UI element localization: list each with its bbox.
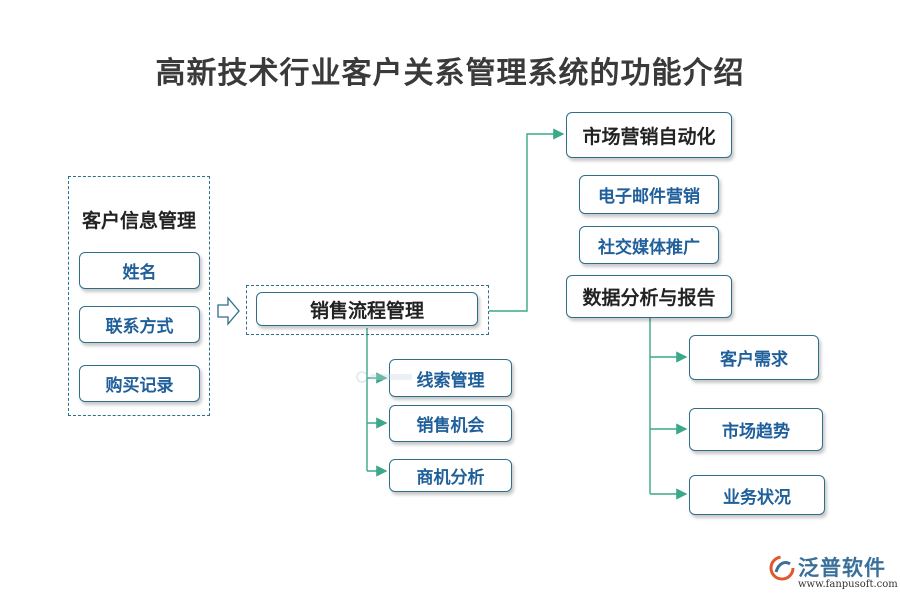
logo-url: www.fanpusoft.com [798, 579, 898, 590]
analytics-item-status: 业务状况 [689, 475, 825, 515]
customer-info-label: 客户信息管理 [81, 210, 196, 232]
marketing-item-email: 电子邮件营销 [579, 175, 719, 214]
marketing-item-social: 社交媒体推广 [579, 226, 719, 264]
brand-logo: 泛普软件 www.fanpusoft.com [768, 552, 898, 596]
diagram-title: 高新技术行业客户关系管理系统的功能介绍 [155, 56, 745, 91]
customer-item-purchase: 购买记录 [79, 365, 200, 402]
analytics-item-trend: 市场趋势 [689, 408, 823, 451]
connector-sales-to-marketing [489, 128, 565, 312]
customer-item-name: 姓名 [79, 252, 200, 289]
sales-process-group [246, 285, 489, 335]
sales-item-opportunity: 销售机会 [389, 405, 512, 442]
watermark-logo-icon [356, 371, 412, 383]
sales-item-leads: 线索管理 [389, 359, 512, 397]
marketing-node: 市场营销自动化 [566, 112, 732, 158]
customer-item-contact: 联系方式 [79, 306, 200, 343]
analytics-node: 数据分析与报告 [566, 275, 732, 318]
hollow-arrow-icon [217, 296, 240, 326]
logo-name: 泛普软件 [798, 556, 886, 580]
sales-item-analysis: 商机分析 [389, 459, 512, 492]
customer-info-group [68, 176, 210, 416]
analytics-item-demand: 客户需求 [689, 335, 819, 380]
fanpu-logo-icon [769, 555, 795, 581]
sales-process-node: 销售流程管理 [256, 292, 478, 326]
